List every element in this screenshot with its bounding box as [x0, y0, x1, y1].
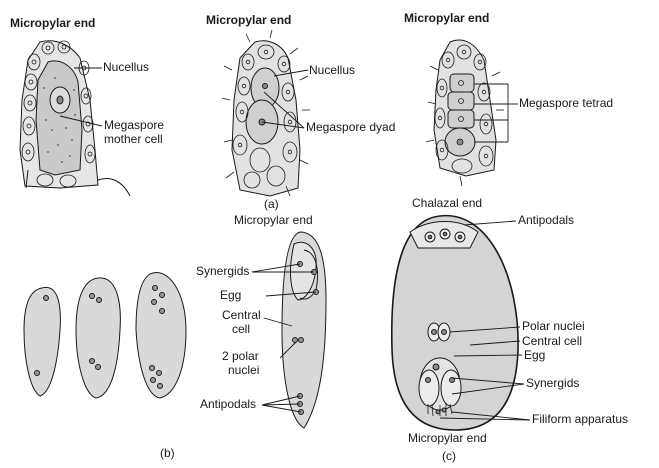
megaspore-dyad-label: Megaspore dyad [306, 121, 395, 134]
ovule-tetrad-drawing [426, 40, 504, 186]
egg-b-label: Egg [220, 289, 241, 302]
micropylar-end-c-label: Micropylar end [408, 432, 487, 445]
four-nucleate-sac-drawing [76, 278, 120, 398]
micropylar-end-label-2: Micropylar end [206, 14, 291, 27]
synergids-c-label: Synergids [526, 377, 579, 390]
two-nucleate-sac-drawing [24, 287, 60, 396]
synergids-b-label: Synergids [196, 265, 249, 278]
panel-b-label: (b) [160, 447, 175, 460]
panel-a-label: (a) [264, 198, 279, 211]
central-cell-c-label: Central cell [522, 335, 582, 348]
polar-nuclei-c-label: Polar nuclei [522, 320, 585, 333]
ovule-dyad-drawing [222, 30, 310, 196]
eight-nucleate-sac-drawing [136, 273, 186, 398]
polar-nuclei-b-label-line2: nuclei [228, 364, 259, 377]
chalazal-end-label: Chalazal end [412, 197, 482, 210]
mature-embryo-sac-c-drawing [392, 216, 518, 430]
megaspore-mother-cell-label-line2: mother cell [104, 133, 163, 146]
megaspore-mother-cell-label-line1: Megaspore [104, 119, 164, 132]
filiform-apparatus-label: Filiform apparatus [532, 413, 628, 426]
central-cell-b-label-line1: Central [222, 309, 261, 322]
nucellus-label-2: Nucellus [309, 64, 355, 77]
antipodals-b-label: Antipodals [200, 398, 256, 411]
micropylar-end-b-label: Micropylar end [234, 214, 313, 227]
panel-c-label: (c) [442, 450, 456, 463]
antipodals-c-label: Antipodals [518, 214, 574, 227]
polar-nuclei-b-label-line1: 2 polar [222, 350, 259, 363]
micropylar-end-label-3: Micropylar end [404, 12, 489, 25]
nucellus-label-1: Nucellus [103, 61, 149, 74]
egg-c-label: Egg [524, 349, 545, 362]
megaspore-tetrad-label: Megaspore tetrad [519, 97, 613, 110]
micropylar-end-label-1: Micropylar end [10, 17, 95, 30]
central-cell-b-label-line2: cell [232, 323, 250, 336]
